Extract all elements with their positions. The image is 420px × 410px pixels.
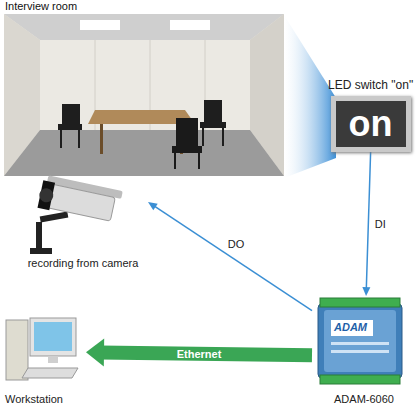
arrow-head <box>148 202 158 210</box>
edge-label: DI <box>373 218 388 230</box>
device-logo: ADAM <box>334 321 367 333</box>
room-title: Interview room <box>5 0 77 12</box>
led-switch: LED switch "on" on <box>326 78 415 152</box>
room-photo <box>4 14 284 176</box>
node-label: ADAM-6060 <box>334 393 394 405</box>
adam-device <box>318 298 402 384</box>
arrow-head <box>86 339 104 367</box>
led-display: on <box>331 96 411 152</box>
node-heading: LED switch "on" <box>326 78 415 92</box>
device-node: ADAM-6060 <box>312 296 416 408</box>
workstation-icon <box>6 318 78 380</box>
node-label: Workstation <box>5 393 63 405</box>
do-arrow <box>154 206 312 311</box>
camera-node: recording from camera <box>18 172 148 272</box>
di-arrow <box>366 152 370 289</box>
camera-icon <box>30 174 123 254</box>
workstation-node: Workstation <box>2 312 86 408</box>
edge-label: Ethernet <box>175 348 224 360</box>
light-beam <box>284 15 336 178</box>
arrow-head <box>362 287 370 296</box>
edge-label: DO <box>226 238 247 250</box>
node-label: recording from camera <box>28 257 139 269</box>
